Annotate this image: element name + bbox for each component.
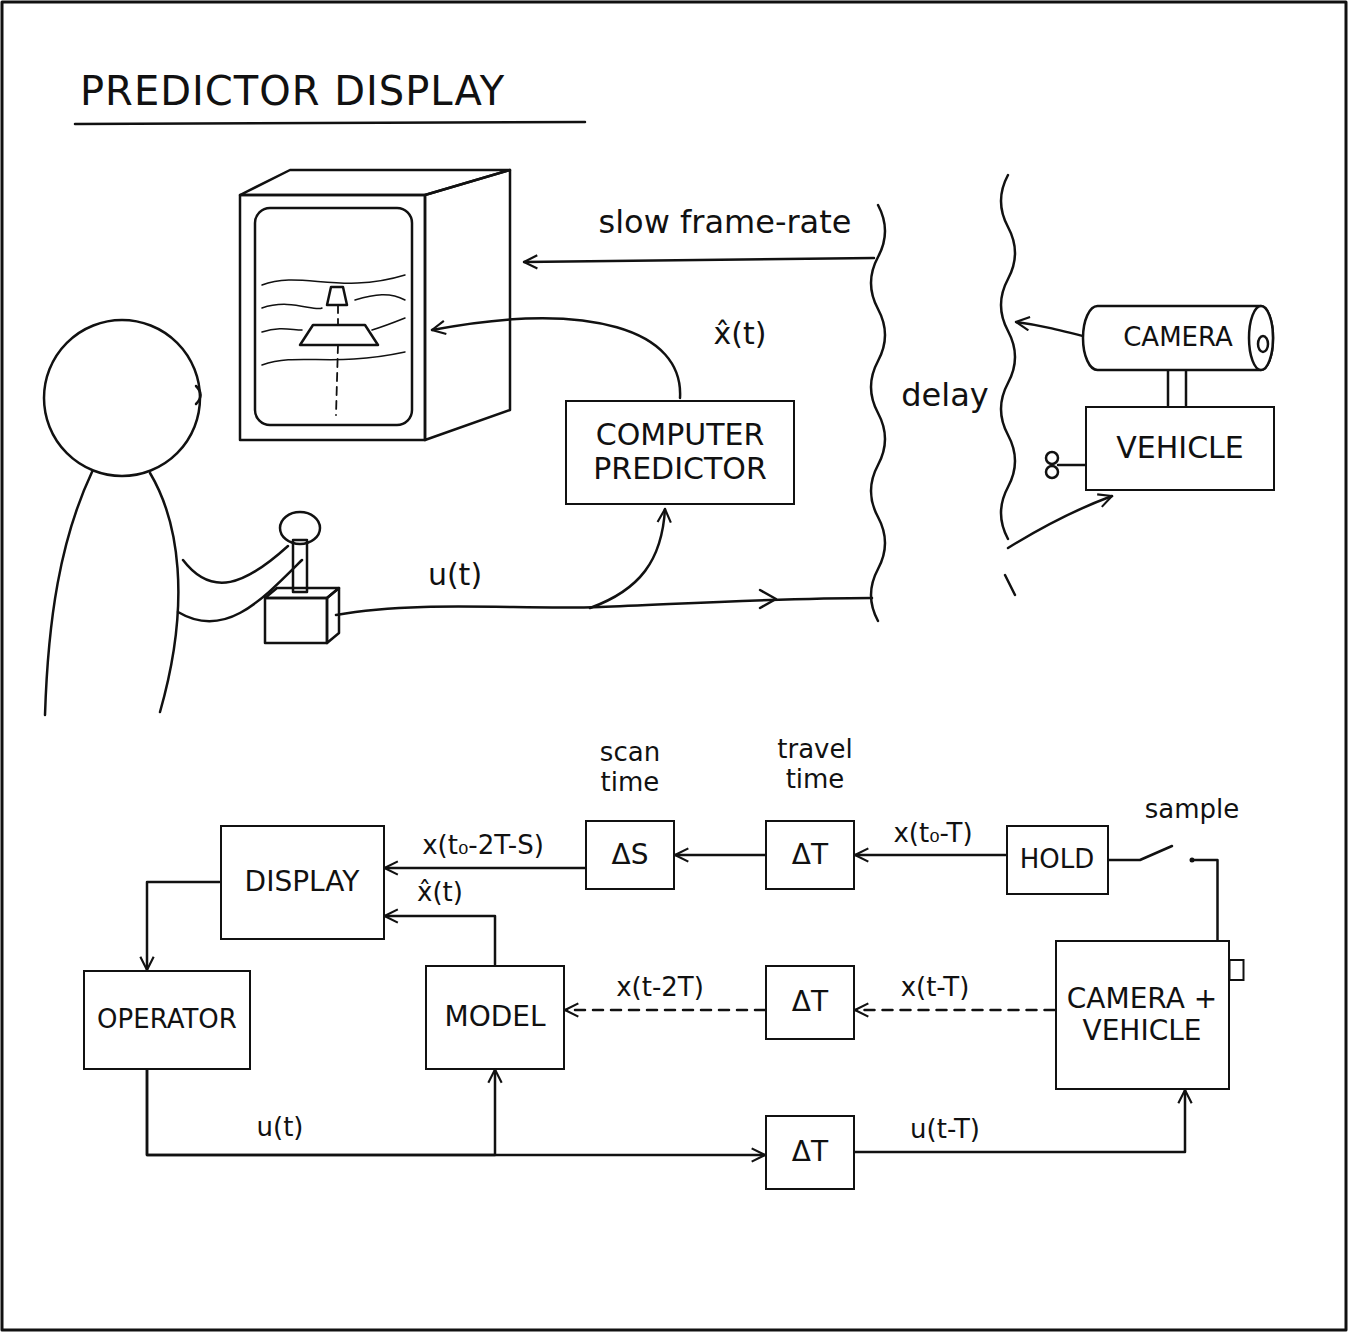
connector bbox=[385, 867, 586, 870]
delay-boundary bbox=[1001, 175, 1015, 595]
command-link bbox=[1008, 496, 1112, 548]
signal-label: x(t₀-T) bbox=[890, 819, 975, 849]
connector bbox=[855, 1090, 1185, 1152]
joystick-knob bbox=[280, 512, 320, 544]
joystick-base bbox=[265, 598, 327, 643]
operator-arm bbox=[178, 560, 302, 621]
note: delay bbox=[898, 377, 991, 414]
node-text: ΔT bbox=[792, 1136, 828, 1168]
signal-name: x̂(t) bbox=[711, 317, 770, 352]
connector bbox=[147, 882, 220, 970]
process-box: COMPUTER PREDICTOR bbox=[565, 400, 795, 505]
signal-label: x(t₀-2T-S) bbox=[419, 831, 547, 861]
hold-box: HOLD bbox=[1006, 825, 1109, 895]
predicted-vehicle-marker bbox=[327, 287, 347, 305]
display-box: DISPLAY bbox=[220, 825, 385, 940]
operator-arm bbox=[183, 546, 288, 583]
monitor-screen bbox=[255, 208, 412, 425]
terrain-line bbox=[262, 275, 405, 285]
connector bbox=[565, 1009, 765, 1012]
joystick-stick bbox=[293, 540, 307, 592]
operator-box: OPERATOR bbox=[83, 970, 251, 1070]
connector bbox=[147, 1070, 765, 1155]
connector bbox=[675, 854, 765, 857]
node-text: DISPLAY bbox=[245, 866, 360, 898]
camera-body bbox=[1083, 306, 1273, 370]
switch-name: sample bbox=[1142, 795, 1243, 825]
monitor-side bbox=[425, 170, 510, 440]
arrowhead bbox=[760, 590, 776, 608]
path-line bbox=[336, 305, 338, 415]
node-text: COMPUTER PREDICTOR bbox=[577, 418, 783, 487]
connector bbox=[385, 916, 496, 965]
glasses bbox=[196, 386, 201, 404]
node-text: MODEL bbox=[444, 1001, 545, 1033]
steering-symbol bbox=[1058, 464, 1085, 467]
camera-body: CAMERA bbox=[1083, 305, 1273, 371]
connector bbox=[1109, 846, 1218, 940]
delay-box: ΔS bbox=[585, 820, 675, 890]
signal-name: slow frame-rate bbox=[596, 204, 855, 241]
node-text: ΔT bbox=[792, 839, 828, 871]
delay-box: ΔT bbox=[765, 820, 855, 890]
camera-lens bbox=[1258, 336, 1268, 352]
steering-symbol bbox=[1046, 452, 1058, 464]
signal-name: u(t) bbox=[425, 558, 485, 593]
connector bbox=[147, 1070, 495, 1156]
node-text: CAMERA bbox=[1123, 323, 1233, 353]
camera-end bbox=[1249, 306, 1273, 370]
terrain-line bbox=[262, 352, 405, 365]
operator-body bbox=[150, 473, 178, 712]
node-text: CAMERA + VEHICLE bbox=[1067, 983, 1218, 1047]
signal-label: x̂(t) bbox=[414, 878, 466, 908]
control-branch bbox=[590, 509, 665, 608]
delay-box: ΔT bbox=[765, 1115, 855, 1190]
switch-contact bbox=[1190, 858, 1195, 863]
monitor-front bbox=[240, 195, 425, 440]
steering-symbol bbox=[1046, 466, 1058, 478]
connector bbox=[1168, 371, 1186, 406]
block-name: travel time bbox=[774, 735, 855, 795]
operator-body bbox=[45, 472, 92, 715]
block-name: scan time bbox=[597, 738, 663, 798]
signal-label: u(t-T) bbox=[907, 1115, 983, 1145]
vehicle-marker bbox=[300, 325, 378, 345]
node-text: VEHICLE bbox=[1116, 431, 1244, 466]
plant-box: CAMERA + VEHICLE bbox=[1055, 940, 1230, 1090]
diagram-title: PREDICTOR DISPLAY bbox=[80, 68, 505, 114]
title-underline bbox=[75, 122, 585, 124]
vehicle-box: VEHICLE bbox=[1085, 406, 1275, 491]
control-signal bbox=[336, 598, 872, 615]
node-text: ΔT bbox=[792, 986, 828, 1018]
node-text: HOLD bbox=[1020, 845, 1095, 875]
node-text: OPERATOR bbox=[97, 1005, 237, 1035]
signal-label: x(t-T) bbox=[898, 973, 973, 1003]
model-box: MODEL bbox=[425, 965, 565, 1070]
predicted-state bbox=[432, 318, 680, 398]
signal-label: u(t) bbox=[254, 1113, 307, 1143]
connector bbox=[855, 854, 1006, 857]
signal-label: x(t-2T) bbox=[613, 973, 707, 1003]
delay-box: ΔT bbox=[765, 965, 855, 1040]
node-text: ΔS bbox=[612, 839, 649, 871]
connector bbox=[855, 1009, 1055, 1012]
operator-head bbox=[44, 320, 200, 476]
camera-lens bbox=[1230, 960, 1244, 980]
terrain-line bbox=[262, 295, 405, 309]
video-signal bbox=[524, 258, 874, 262]
delay-boundary bbox=[871, 205, 885, 621]
